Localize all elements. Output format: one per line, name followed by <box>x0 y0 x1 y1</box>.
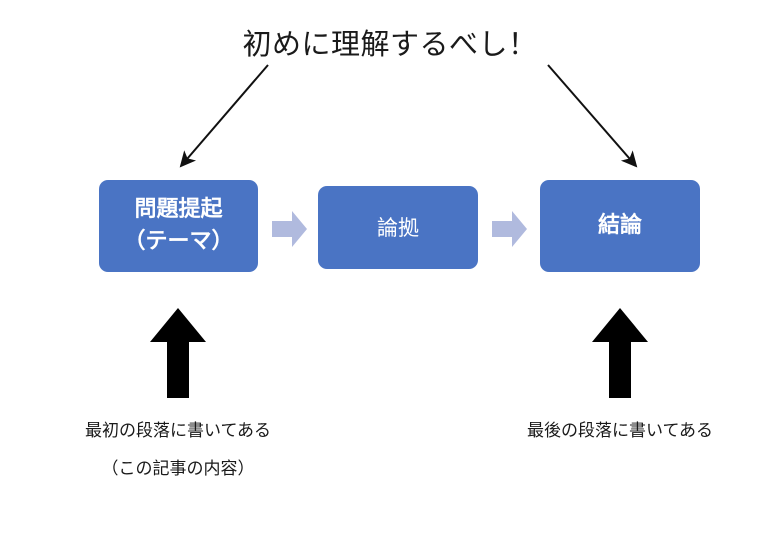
up-arrow-left-icon <box>150 308 206 398</box>
diagonal-arrow-down-right-icon <box>547 64 638 168</box>
up-arrow-right-icon <box>592 308 648 398</box>
caption-first-paragraph: 最初の段落に書いてある （この記事の内容） <box>28 412 328 488</box>
process-box-conclusion-line-1: 結論 <box>597 213 642 238</box>
caption-last-paragraph: 最後の段落に書いてある <box>470 412 770 450</box>
process-box-conclusion[interactable]: 結論 <box>540 180 700 272</box>
page-title: 初めに理解するべし！ <box>242 27 538 61</box>
process-box-problem-line-2: （テーマ） <box>123 229 234 254</box>
chevron-arrow-1-icon <box>272 211 307 247</box>
process-box-problem-line-1: 問題提起 <box>134 197 223 222</box>
caption-first-paragraph-line-2: （この記事の内容） <box>101 459 255 479</box>
caption-first-paragraph-line-1: 最初の段落に書いてある <box>85 421 271 441</box>
process-box-evidence-line-1: 論拠 <box>377 215 419 240</box>
chevron-arrow-2-icon <box>492 211 527 247</box>
process-box-evidence[interactable]: 論拠 <box>318 186 478 269</box>
process-box-problem[interactable]: 問題提起 （テーマ） <box>99 180 258 272</box>
diagonal-arrow-down-left-icon <box>179 64 269 168</box>
caption-last-paragraph-line-1: 最後の段落に書いてある <box>527 421 713 441</box>
